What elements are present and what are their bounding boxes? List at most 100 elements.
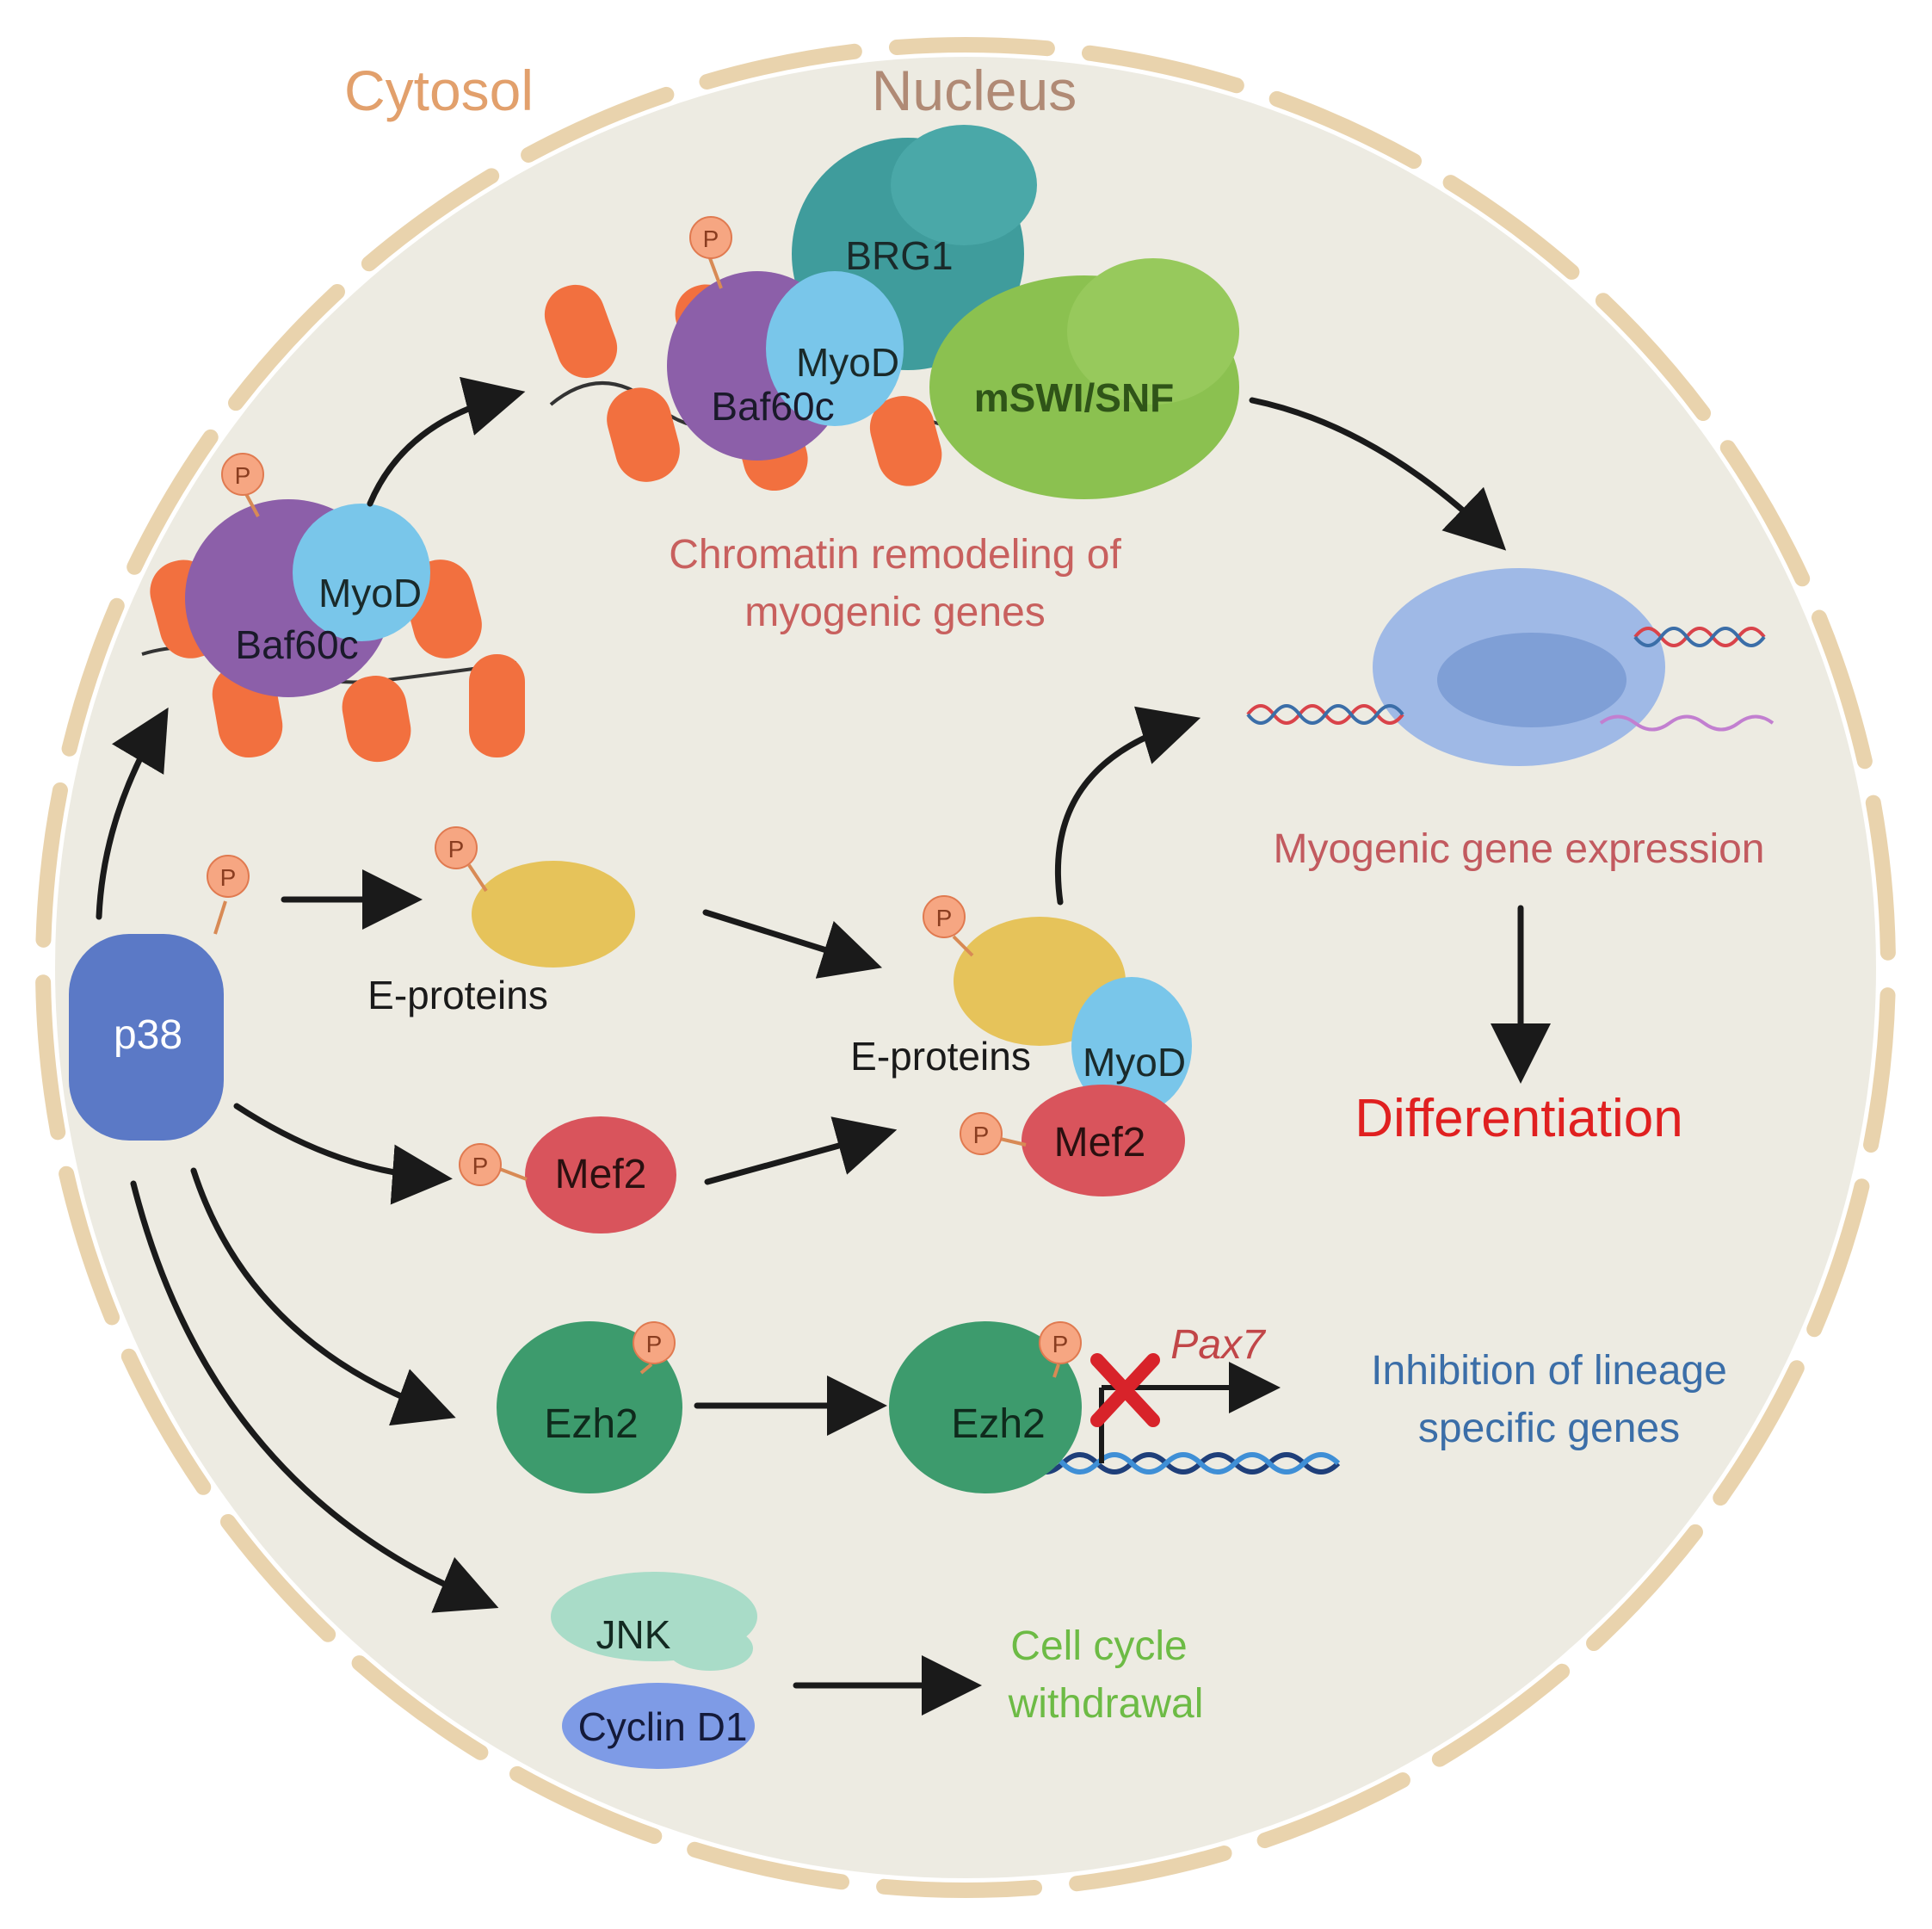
membrane-segment: [1256, 1772, 1410, 1849]
eproteins-single: P E-proteins: [367, 826, 635, 1017]
nucleosome-top-1: [544, 284, 618, 379]
nucleus-label: Nucleus: [872, 59, 1077, 122]
membrane-segment: [509, 1765, 663, 1845]
phospho-mef2-complex: [960, 1112, 1003, 1155]
myod-left-label: MyoD: [318, 571, 422, 615]
nucleosome-top-3: [607, 387, 680, 482]
mswi-snf-label: mSWI/SNF: [974, 375, 1175, 420]
myod-complex-protein: [1071, 977, 1192, 1115]
jnk-label: JNK: [596, 1612, 671, 1657]
phospho-eproteins-label: P: [448, 836, 465, 862]
cytosol-label: Cytosol: [344, 59, 534, 122]
cell-membrane: [35, 37, 1896, 1898]
membrane-segment: [1595, 293, 1712, 422]
mef2-complex-label: Mef2: [1054, 1120, 1146, 1165]
eproteins-single-label: E-proteins: [367, 973, 548, 1017]
membrane-segment: [228, 283, 345, 411]
ezh2-single-label: Ezh2: [544, 1401, 638, 1447]
myod-left-protein: [293, 504, 430, 641]
baf60c-left-label: Baf60c: [235, 622, 358, 667]
mef2-complex-protein: [1022, 1085, 1185, 1196]
cyclin-d1-protein: [562, 1683, 755, 1769]
ezh2-bound-label: Ezh2: [951, 1401, 1045, 1447]
chromatin-remodeling-line1: Chromatin remodeling of: [669, 532, 1121, 578]
myod-complex-label: MyoD: [1083, 1040, 1186, 1085]
phospho-eproteins-complex-label: P: [936, 905, 953, 931]
membrane-segment: [699, 43, 862, 90]
myod-top-label: MyoD: [796, 340, 899, 385]
mswi-snf-protein-lobe: [1067, 258, 1239, 405]
membrane-segment: [1442, 175, 1580, 280]
arrow-top-to-expression: [1249, 397, 1507, 551]
phospho-top: [689, 216, 732, 259]
eproteins-protein: [472, 861, 635, 968]
ezh2-protein: [497, 1321, 682, 1493]
membrane-segment: [687, 1841, 850, 1890]
cell-cycle-line2: withdrawal: [1008, 1681, 1204, 1727]
nucleosome-left-5: [469, 654, 525, 757]
pax7-label: Pax7: [1170, 1322, 1267, 1368]
left-chromatin-complex: P MyoD Baf60c: [141, 453, 525, 763]
membrane-segment: [120, 1348, 212, 1495]
membrane-segment: [1081, 45, 1244, 94]
phospho-ezh2: [633, 1321, 676, 1364]
membrane-segment: [61, 597, 125, 757]
phospho-left-label: P: [235, 462, 251, 489]
phospho-ezh2-bound: [1039, 1321, 1082, 1364]
arrow-p38-to-ezh2: [190, 1167, 456, 1426]
arrow-mef2-to-complex: [704, 1116, 898, 1185]
phospho-ezh2-bound-label: P: [1052, 1331, 1069, 1357]
membrane-segment: [351, 1655, 489, 1760]
chromatin-remodeling-line2: myogenic genes: [744, 590, 1046, 635]
pathway-arrows: [96, 376, 1551, 1716]
phospho-mef2-complex-label: P: [973, 1122, 990, 1148]
nucleosome-top-5: [869, 396, 942, 486]
membrane-segment: [1586, 1524, 1703, 1652]
membrane-segment: [888, 37, 1055, 57]
p38-label: p38: [114, 1012, 182, 1058]
phospho-mef2: [459, 1143, 502, 1186]
arrow-eproteins-to-complex: [702, 909, 883, 979]
arrow-p38-to-left-complex: [96, 707, 169, 920]
membrane-segment: [521, 86, 675, 163]
nucleosome-left-4: [342, 676, 411, 763]
remodeling-complex: P BRG1 MyoD Baf60c mSWI/SNF: [544, 125, 1239, 499]
gene-expression-label: Myogenic gene expression: [1273, 826, 1764, 872]
rna-polymerase-inner: [1437, 633, 1626, 727]
phospho-mef2-label: P: [472, 1153, 489, 1179]
ezh2-bound-protein: [889, 1321, 1082, 1493]
membrane-segment: [1865, 794, 1896, 961]
differentiation-label: Differentiation: [1355, 1089, 1682, 1148]
dna-helix-right-b: [1633, 627, 1766, 647]
p38-kinase: P p38: [69, 855, 250, 1141]
phospho-ezh2-label: P: [646, 1331, 663, 1357]
membrane-segment: [361, 168, 500, 272]
phospho-p38: [207, 855, 250, 898]
phospho-eproteins-complex: [923, 895, 966, 938]
membrane-segment: [1863, 987, 1896, 1153]
arrow-complex-to-expression: [1054, 706, 1201, 906]
arrow-left-to-top-complex: [367, 376, 526, 507]
inhibition-line2: specific genes: [1418, 1406, 1680, 1451]
membrane-segment: [1069, 1846, 1232, 1892]
mrna-transcript: [1599, 714, 1775, 732]
mef2-protein: [525, 1116, 676, 1233]
brg1-label: BRG1: [845, 233, 953, 278]
membrane-segment: [1811, 609, 1873, 770]
transcription-machinery: [1246, 568, 1775, 766]
membrane-segment: [59, 1165, 120, 1326]
dna-helix-left-b: [1246, 704, 1404, 725]
cyclin-d1-label: Cyclin D1: [578, 1704, 748, 1749]
baf60c-top-label: Baf60c: [711, 384, 834, 429]
arrow-p38-to-jnk: [130, 1180, 499, 1613]
membrane-segment: [876, 1878, 1043, 1898]
mef2-single: P Mef2: [459, 1116, 676, 1233]
phospho-eproteins: [435, 826, 478, 869]
membrane-segment: [127, 429, 219, 575]
inhibition-line1: Inhibition of lineage: [1371, 1348, 1727, 1394]
cell-cycle-line1: Cell cycle: [1010, 1623, 1187, 1669]
phospho-p38-label: P: [220, 864, 237, 891]
ezh2-single: P Ezh2: [497, 1321, 682, 1493]
block-x-mark: [1090, 1353, 1160, 1427]
